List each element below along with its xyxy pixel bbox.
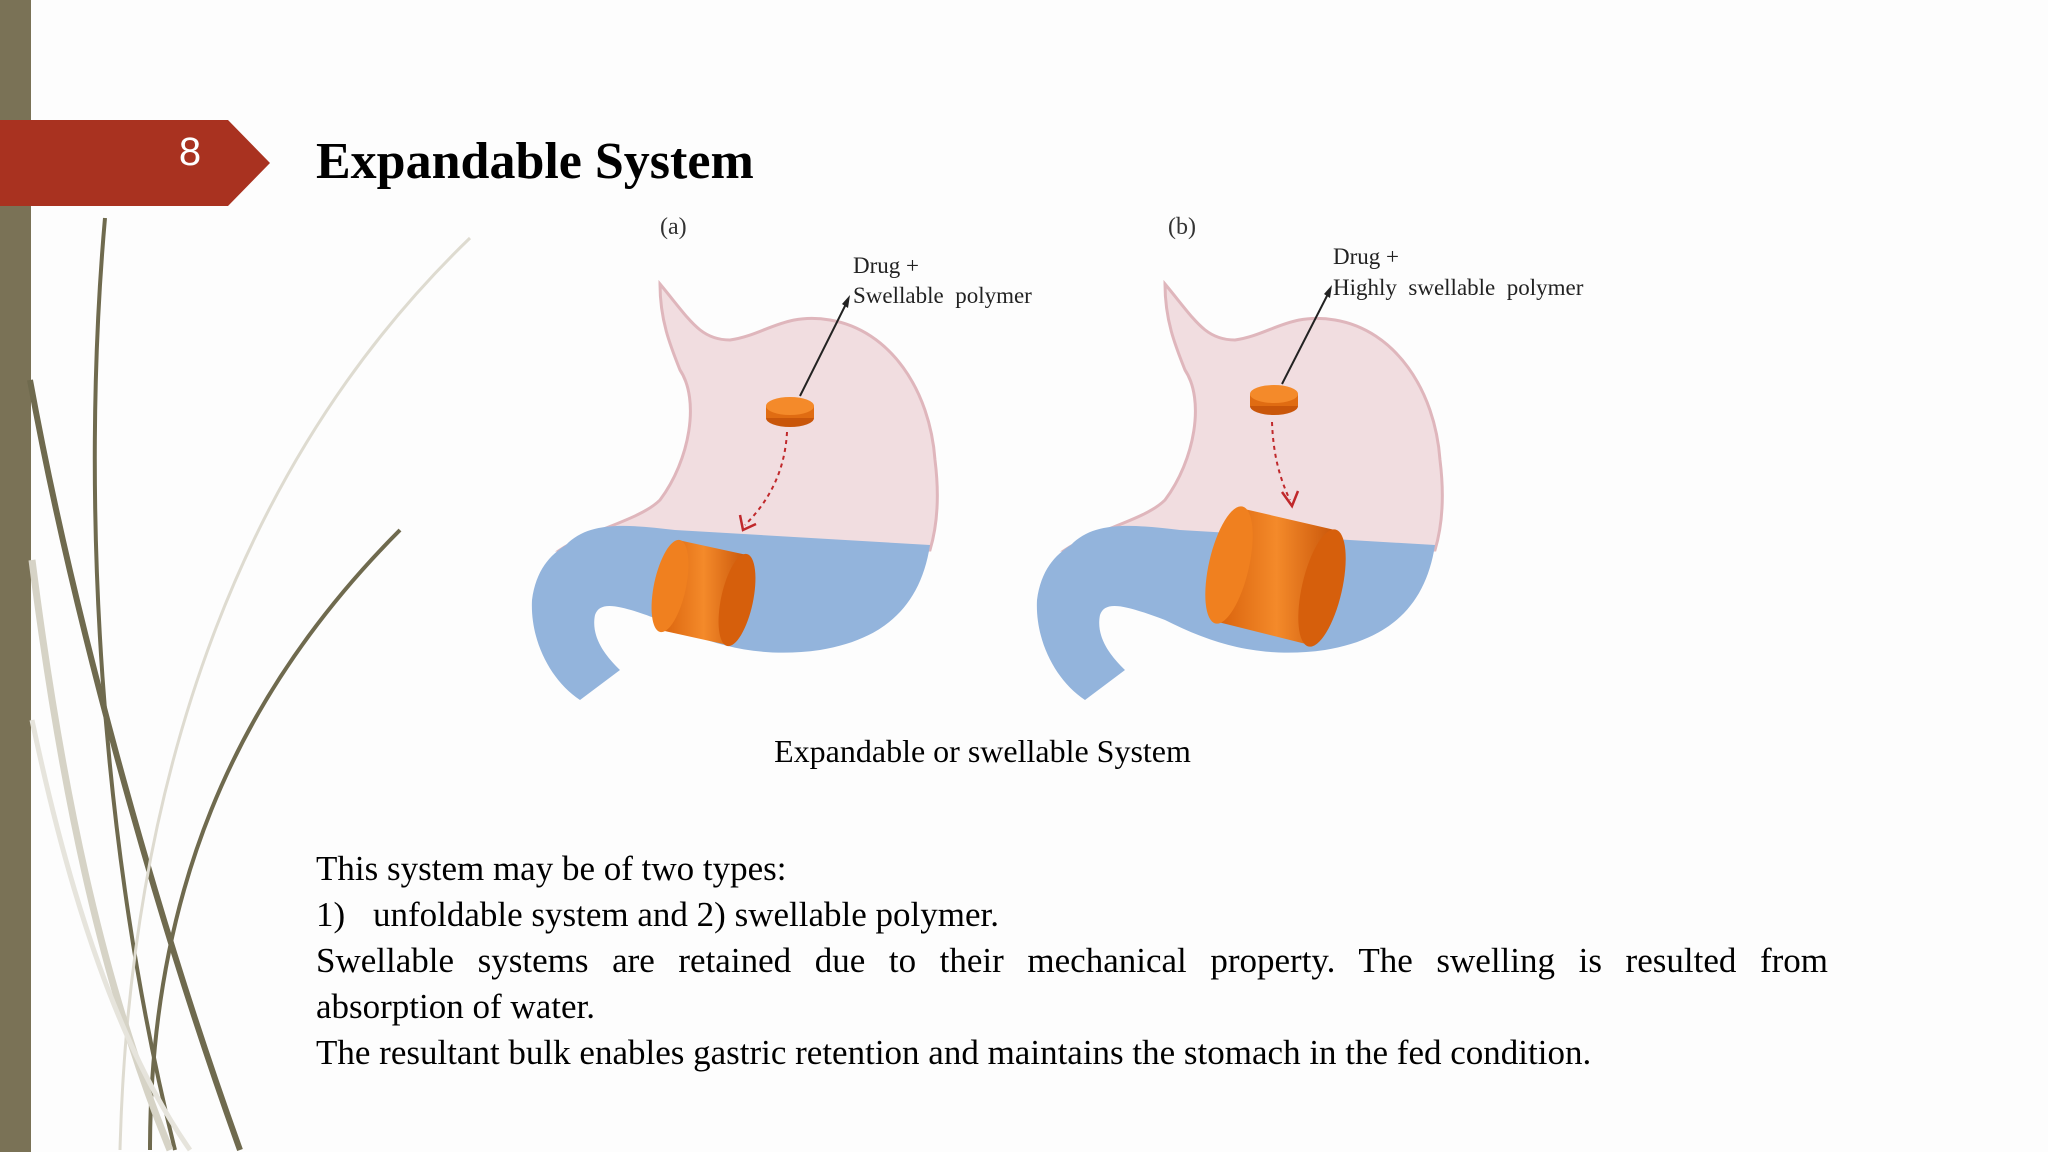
- panel-b-swelling-arrow: [1271, 421, 1291, 501]
- panel-b-label: (b): [1168, 214, 1196, 240]
- figure-caption: Expandable or swellable System: [774, 733, 1191, 769]
- panel-b-stomach: [1036, 279, 1444, 700]
- list-item: 1) unfoldable system and 2) swellable pol…: [316, 892, 1828, 938]
- paragraph-1-line-2: absorption of water.: [316, 987, 595, 1026]
- panel-a-callout-arrowhead: [842, 295, 850, 308]
- panel-a-callout-line2: Swellable polymer: [853, 283, 1032, 308]
- panel-b-callout-line2: Highly swellable polymer: [1333, 275, 1584, 300]
- panel-a-callout-line1: Drug +: [853, 253, 919, 278]
- slide-number-badge: [0, 120, 270, 206]
- panel-a-swollen-tablet: [651, 539, 756, 647]
- panel-a-callout-arrow: [799, 299, 849, 397]
- paragraph-1-line-1: Swellable systems are retained due to th…: [316, 941, 1828, 980]
- list-item-number: 1): [316, 895, 346, 934]
- intro-line: This system may be of two types:: [316, 849, 787, 888]
- slide-number: 8: [178, 130, 202, 174]
- paragraph-2: The resultant bulk enables gastric reten…: [316, 1033, 1592, 1072]
- panel-b-swelling-arrowhead: [1280, 490, 1300, 509]
- panel-a-small-tablet: [766, 397, 814, 427]
- body-text: This system may be of two types: 1) unfol…: [316, 846, 1828, 1076]
- panel-b-swollen-tablet: [1205, 506, 1346, 647]
- panel-b-small-tablet: [1250, 385, 1298, 415]
- slide-title: Expandable System: [316, 133, 754, 190]
- panel-b-callout-arrow: [1281, 289, 1331, 385]
- panel-a-swelling-arrowhead: [738, 514, 757, 532]
- panel-a-label: (a): [660, 214, 687, 240]
- panel-b-callout-line1: Drug +: [1333, 244, 1399, 269]
- panel-a-swelling-arrow: [744, 431, 788, 526]
- stomach-diagram: (a) Drug + Swellable polymer (b) Drug + …: [531, 214, 1584, 700]
- list-item-text: unfoldable system and 2) swellable polym…: [373, 895, 999, 934]
- panel-b-callout-arrowhead: [1324, 285, 1332, 298]
